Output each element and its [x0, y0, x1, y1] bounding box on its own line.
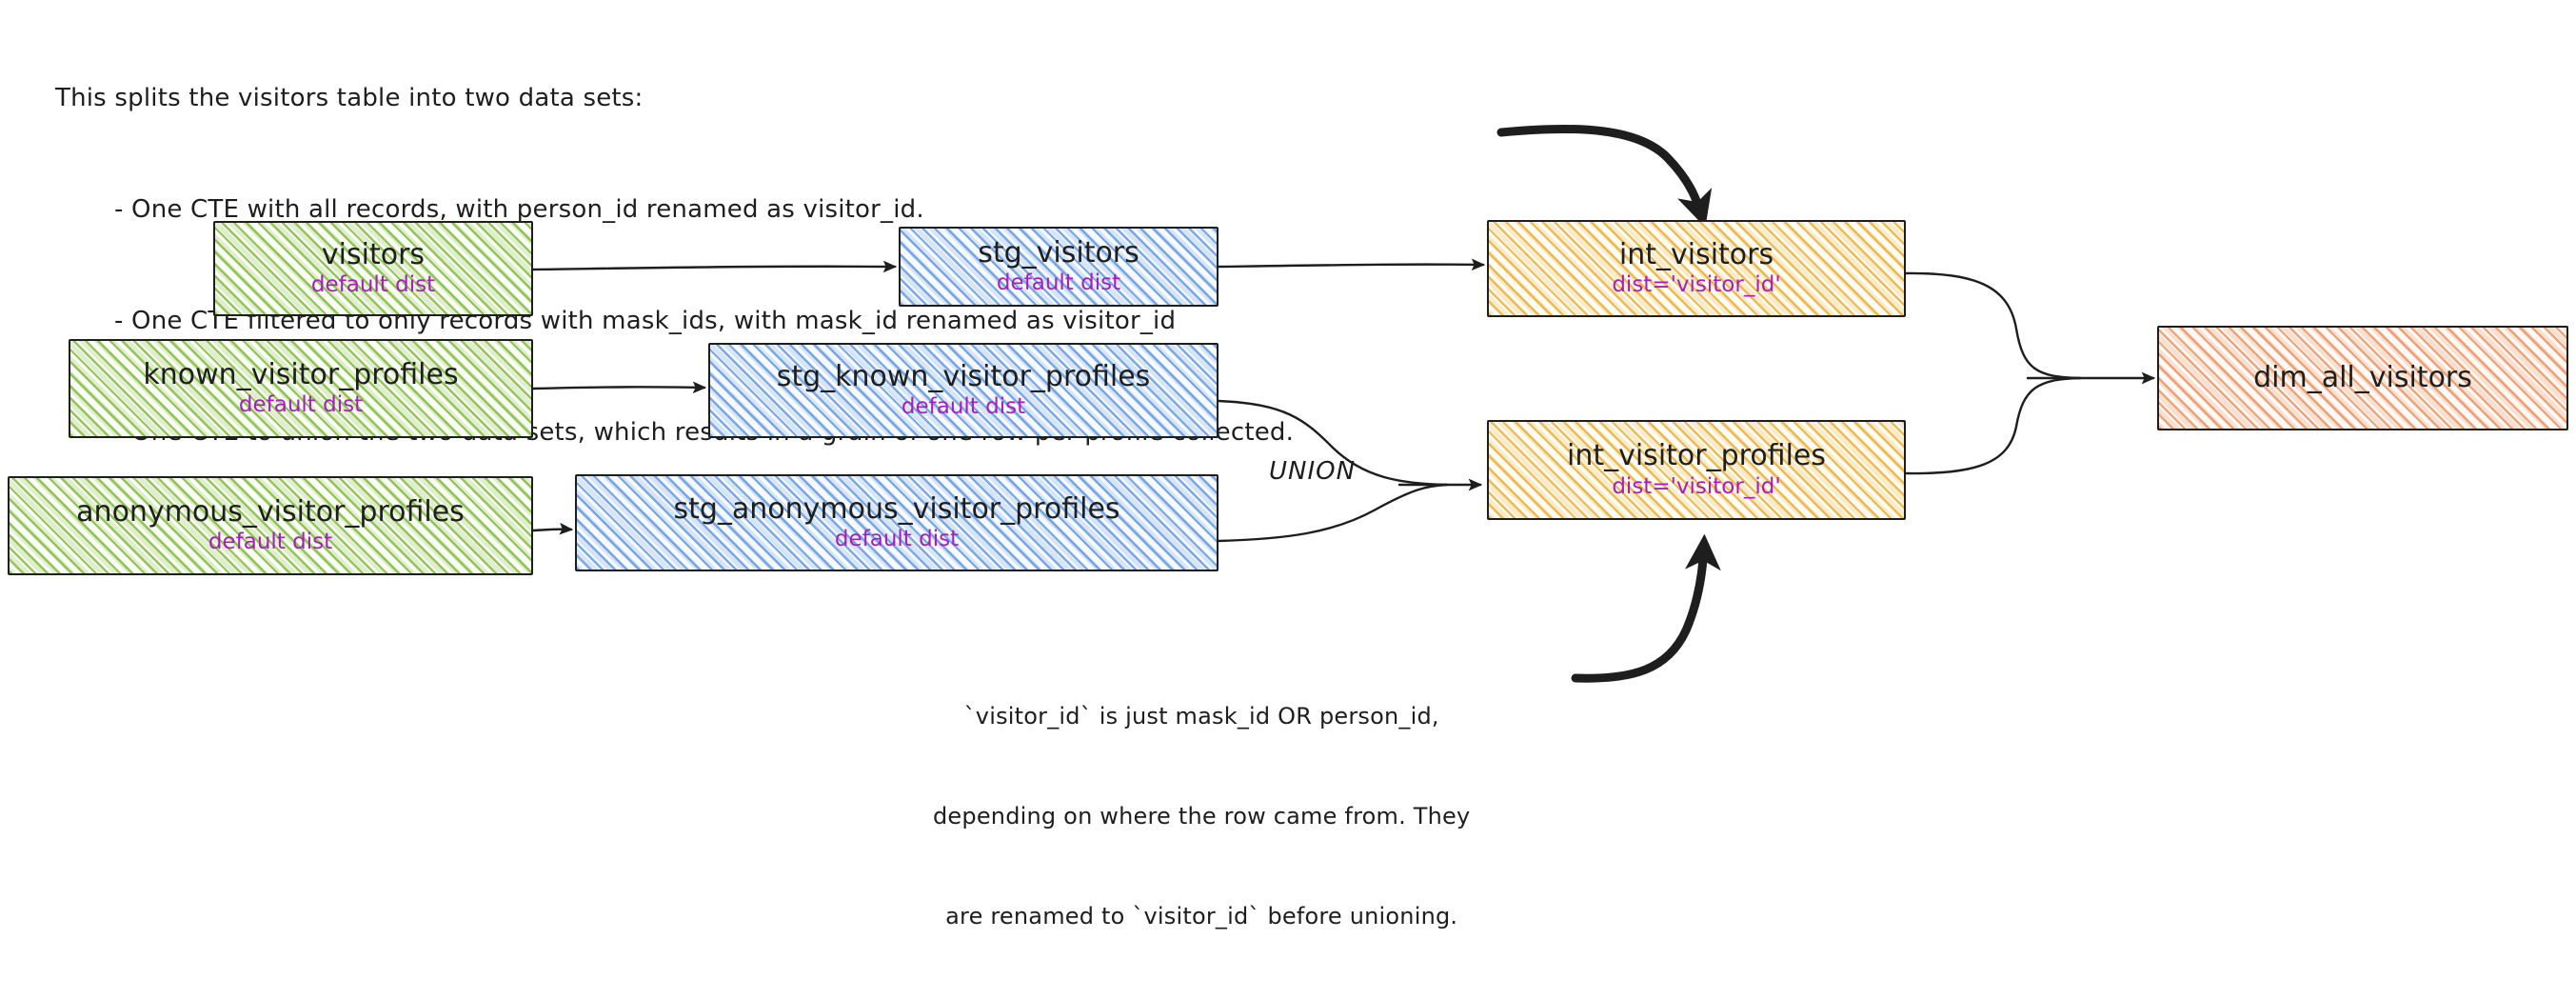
diagram-canvas: This splits the visitors table into two … [8, 84, 2568, 930]
hatch-fill [215, 223, 531, 314]
node-title: int_visitors [1618, 237, 1774, 271]
node-subtitle: default dist [834, 527, 960, 552]
node-stg-visitors[interactable]: stg_visitors default dist [899, 227, 1219, 307]
node-subtitle: dist='visitor_id' [1612, 272, 1781, 298]
intro-note-line-1: This splits the visitors table into two … [55, 84, 644, 112]
hatch-fill [710, 345, 1217, 436]
node-title: stg_anonymous_visitor_profiles [673, 491, 1120, 526]
node-title: int_visitor_profiles [1566, 439, 1826, 473]
node-int-visitor-profiles[interactable]: int_visitor_profiles dist='visitor_id' [1487, 420, 1906, 520]
node-subtitle: default dist [996, 270, 1121, 296]
intro-note-line-2: - One CTE with all records, with person_… [114, 195, 924, 224]
annotation-arrow-to-int-visitors [1496, 124, 1713, 228]
node-anonymous-visitor-profiles[interactable]: anonymous_visitor_profiles default dist [8, 476, 533, 575]
hatch-fill [1489, 422, 1904, 518]
node-title: anonymous_visitor_profiles [76, 494, 465, 529]
hatch-fill [2159, 328, 2566, 429]
node-title: dim_all_visitors [2253, 361, 2472, 395]
hatch-fill [10, 478, 531, 573]
node-subtitle: default dist [208, 530, 333, 555]
node-title: stg_visitors [978, 235, 1139, 270]
node-title: known_visitor_profiles [143, 357, 459, 391]
node-visitors[interactable]: visitors default dist [213, 221, 533, 316]
hatch-fill [901, 229, 1217, 305]
union-label: UNION [1269, 457, 1357, 486]
visitor-id-note: `visitor_id` is just mask_id OR person_i… [933, 633, 1470, 1000]
node-subtitle: default dist [238, 392, 364, 418]
hatch-fill [1489, 222, 1904, 315]
edge-int-visitor-profiles-to-dim [1903, 376, 2082, 475]
node-stg-known-visitor-profiles[interactable]: stg_known_visitor_profiles default dist [708, 343, 1219, 438]
node-int-visitors[interactable]: int_visitors dist='visitor_id' [1487, 220, 1906, 317]
visitor-id-note-line-2: depending on where the row came from. Th… [933, 803, 1471, 830]
node-title: visitors [321, 237, 426, 271]
edge-int-visitors-to-dim [1903, 271, 2082, 380]
hatch-fill [577, 476, 1217, 570]
node-subtitle: default dist [310, 272, 436, 298]
node-dim-all-visitors[interactable]: dim_all_visitors [2157, 326, 2568, 430]
visitor-id-note-line-3: are renamed to `visitor_id` before union… [945, 903, 1458, 930]
node-stg-anonymous-visitor-profiles[interactable]: stg_anonymous_visitor_profiles default d… [575, 474, 1219, 571]
node-title: stg_known_visitor_profiles [776, 359, 1151, 393]
node-known-visitor-profiles[interactable]: known_visitor_profiles default dist [69, 339, 533, 438]
node-subtitle: dist='visitor_id' [1612, 473, 1781, 499]
annotation-arrow-to-int-visitor-profiles [1571, 533, 1721, 683]
visitor-id-note-line-1: `visitor_id` is just mask_id OR person_i… [963, 703, 1439, 730]
hatch-fill [70, 341, 531, 436]
node-subtitle: default dist [901, 394, 1026, 420]
